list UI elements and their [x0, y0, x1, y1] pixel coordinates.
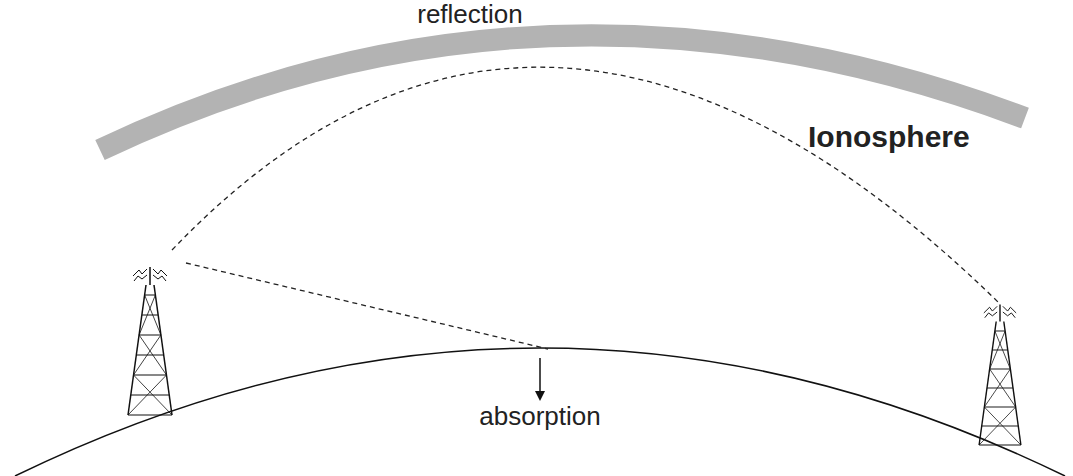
transmitter-tower: [128, 267, 172, 415]
layer-label: Ionosphere: [808, 120, 970, 153]
ground-wave: [186, 263, 548, 349]
sky-wave: [172, 67, 998, 302]
absorption-arrow: [539, 358, 541, 396]
earth-surface: [15, 348, 1065, 476]
reflection-label: reflection: [417, 0, 523, 29]
receiver-tower: [979, 304, 1021, 445]
absorption-label: absorption: [479, 402, 600, 431]
